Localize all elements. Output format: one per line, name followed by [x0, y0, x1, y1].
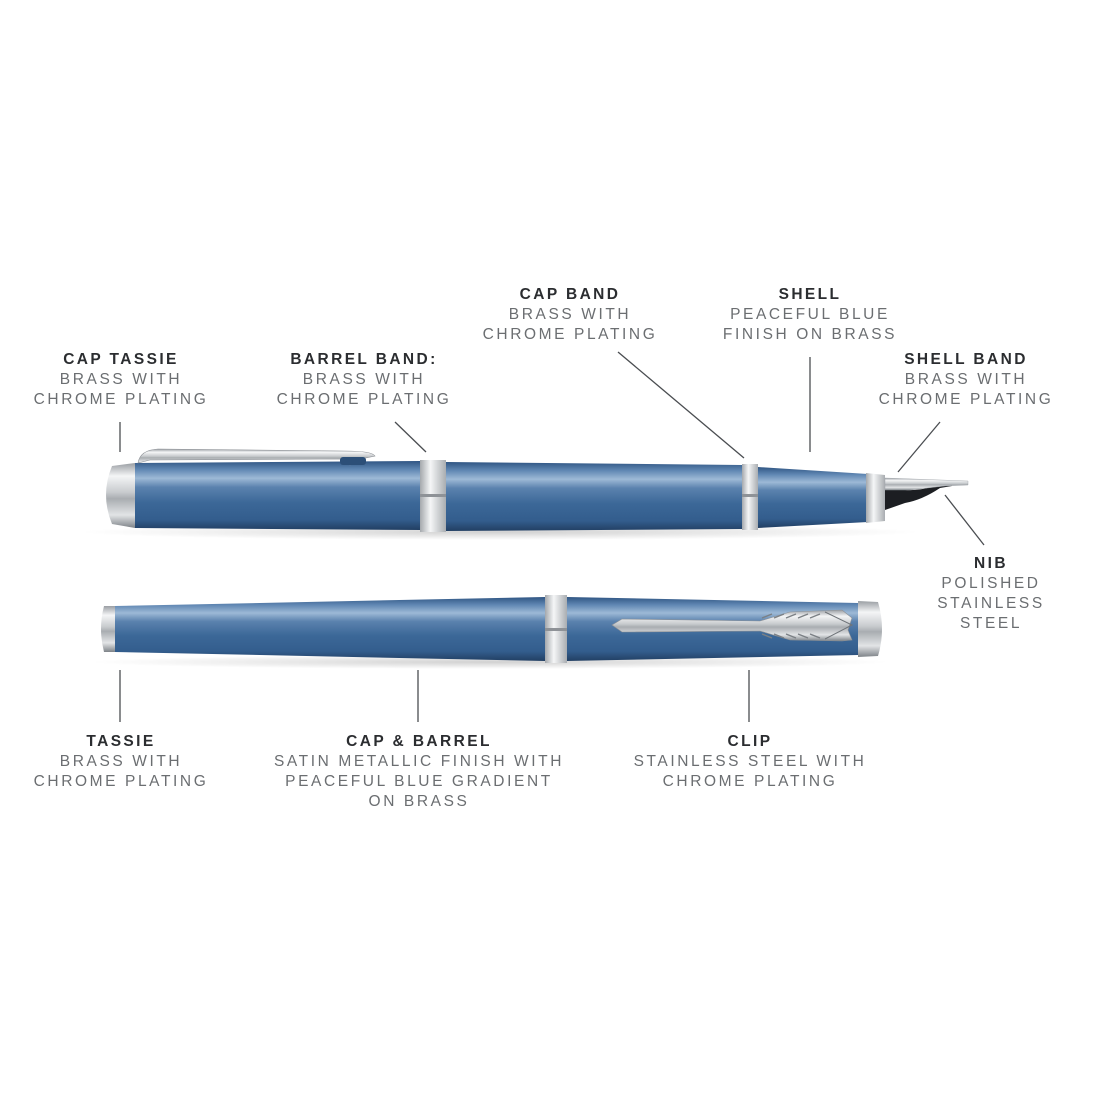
- barrel-part: [446, 462, 742, 531]
- callout-tassie: TASSIE BRASS WITH CHROME PLATING: [34, 732, 209, 792]
- cap-tassie-bottom-part: [858, 601, 882, 657]
- callout-title: CAP & BARREL: [346, 733, 492, 750]
- shell-band-part: [866, 473, 885, 523]
- callout-line: ON BRASS: [368, 793, 470, 810]
- callout-line: CHROME PLATING: [662, 773, 838, 790]
- callout-cap-tassie: CAP TASSIE BRASS WITH CHROME PLATING: [34, 350, 209, 410]
- callout-title: TASSIE: [86, 733, 156, 750]
- callout-cap-barrel: CAP & BARREL SATIN METALLIC FINISH WITH …: [274, 732, 564, 812]
- callout-title: BARREL BAND:: [290, 351, 438, 368]
- callout-line: BRASS WITH: [59, 753, 183, 770]
- tassie-part: [101, 606, 115, 652]
- callout-line: CHROME PLATING: [33, 391, 209, 408]
- callout-line: CHROME PLATING: [33, 773, 209, 790]
- shell-part: [758, 467, 868, 528]
- callout-title: NIB: [974, 555, 1008, 572]
- callout-shell-band: SHELL BAND BRASS WITH CHROME PLATING: [879, 350, 1054, 410]
- nib-part: [884, 477, 969, 491]
- callout-barrel-band: BARREL BAND: BRASS WITH CHROME PLATING: [277, 350, 452, 410]
- callout-line: CHROME PLATING: [482, 326, 658, 343]
- callout-line: PEACEFUL BLUE: [730, 306, 890, 323]
- callout-line: POLISHED: [941, 575, 1041, 592]
- callout-title: SHELL: [778, 286, 842, 303]
- callout-line: CHROME PLATING: [276, 391, 452, 408]
- leader-lines: [119, 351, 985, 722]
- callout-nib: NIB POLISHED STAINLESS STEEL: [937, 554, 1045, 634]
- callout-title: CLIP: [727, 733, 773, 750]
- cap-body-part: [135, 461, 420, 530]
- top-pen: [80, 448, 969, 540]
- callout-line: SATIN METALLIC FINISH WITH: [273, 753, 565, 770]
- callout-line: STAINLESS: [937, 595, 1045, 612]
- callout-line: PEACEFUL BLUE GRADIENT: [285, 773, 553, 790]
- callout-line: BRASS WITH: [302, 371, 426, 388]
- callout-line: BRASS WITH: [904, 371, 1028, 388]
- barrel-bottom-part: [115, 597, 545, 661]
- callout-line: CHROME PLATING: [878, 391, 1054, 408]
- leader-shell-band: [897, 421, 941, 473]
- callout-title: CAP BAND: [519, 286, 621, 303]
- leader-barrel-band: [394, 421, 427, 453]
- callout-line: STAINLESS STEEL WITH: [633, 753, 867, 770]
- bottom-pen: [90, 595, 890, 669]
- callout-cap-band: CAP BAND BRASS WITH CHROME PLATING: [483, 285, 658, 345]
- callout-line: STEEL: [959, 615, 1023, 632]
- leader-nib: [944, 494, 985, 546]
- cap-tassie-part: [106, 463, 135, 528]
- callout-title: SHELL BAND: [904, 351, 1028, 368]
- callout-title: CAP TASSIE: [63, 351, 179, 368]
- callout-line: BRASS WITH: [59, 371, 183, 388]
- callout-line: FINISH ON BRASS: [722, 326, 898, 343]
- callout-shell: SHELL PEACEFUL BLUE FINISH ON BRASS: [723, 285, 897, 345]
- callout-clip: CLIP STAINLESS STEEL WITH CHROME PLATING: [634, 732, 867, 792]
- callout-line: BRASS WITH: [508, 306, 632, 323]
- arrow-clip-part: [611, 609, 854, 642]
- leader-cap-band: [617, 351, 745, 459]
